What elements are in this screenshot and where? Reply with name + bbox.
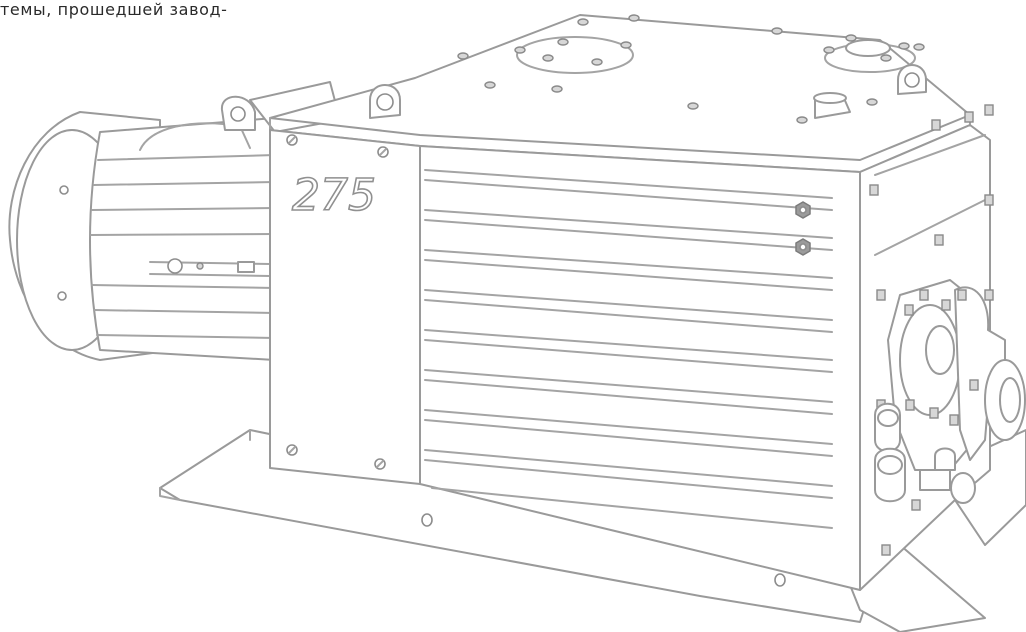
model-number: 275 bbox=[292, 170, 376, 221]
pump-housing bbox=[419, 145, 861, 591]
document-text-line: темы, прошедшей завод- bbox=[0, 0, 228, 19]
base-mount-hole bbox=[774, 573, 786, 587]
base-mount-hole bbox=[421, 513, 433, 527]
front-panel: 275 bbox=[269, 129, 421, 485]
drive-assembly bbox=[874, 279, 1026, 504]
top-cover bbox=[269, 14, 971, 173]
electric-motor bbox=[8, 81, 341, 361]
